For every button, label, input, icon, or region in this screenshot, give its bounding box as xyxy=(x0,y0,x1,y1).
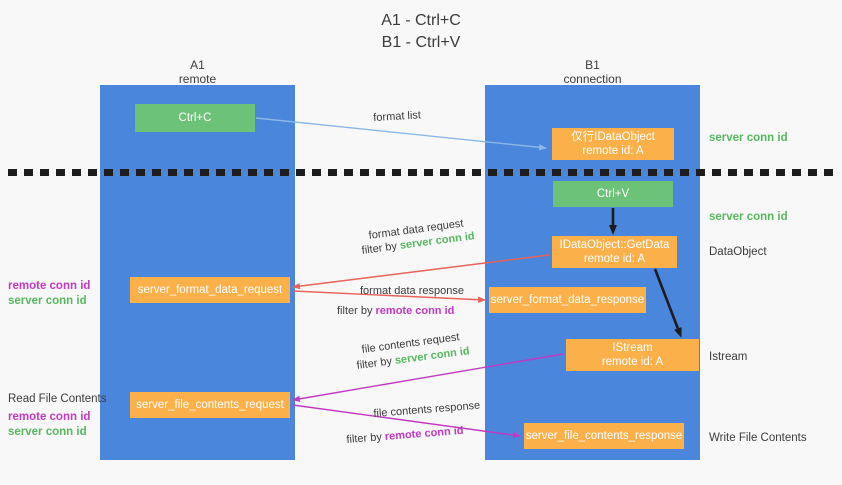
flow-label-format-list: format list xyxy=(373,109,422,124)
node-ctrl-v-label: Ctrl+V xyxy=(596,188,630,200)
column-header-a1: A1 remote xyxy=(100,58,295,86)
flow-filter-value-remote-conn-id: remote conn id xyxy=(384,424,464,443)
column-header-b1: B1 connection xyxy=(485,58,700,86)
annotation-server-conn-id-mid: server conn id xyxy=(709,211,788,223)
divider-dashed-line xyxy=(8,169,834,176)
page-title: A1 - Ctrl+C B1 - Ctrl+V xyxy=(0,10,842,54)
flow-filter-file-contents-response: filter by remote conn id xyxy=(346,425,464,446)
node-idataobject-sub: remote id: A xyxy=(582,145,644,157)
node-idataobject[interactable]: 仅行IDataObject remote id: A xyxy=(552,128,674,160)
node-istream-sub: remote id: A xyxy=(601,356,664,368)
annotation-remote-conn-id-1: remote conn id xyxy=(8,280,91,292)
title-line-1: A1 - Ctrl+C xyxy=(381,12,461,29)
column-a1-role: remote xyxy=(178,72,217,86)
node-server-file-contents-request-label: server_file_contents_request xyxy=(136,399,284,411)
column-b1-role: connection xyxy=(563,72,622,86)
node-getdata-label: IDataObject::GetData xyxy=(559,239,670,251)
node-ctrl-c-label: Ctrl+C xyxy=(178,112,212,124)
column-a1-name: A1 xyxy=(190,58,205,72)
annotation-read-file-contents: Read File Contents xyxy=(8,393,107,405)
node-server-file-contents-response-label: server_file_contents_response xyxy=(525,430,683,442)
annotation-server-conn-id-top: server conn id xyxy=(709,132,788,144)
column-b1-name: B1 xyxy=(585,58,600,72)
node-server-file-contents-request[interactable]: server_file_contents_request xyxy=(130,392,290,418)
node-server-format-data-response-label: server_format_data_response xyxy=(490,294,645,306)
node-ctrl-c[interactable]: Ctrl+C xyxy=(135,104,255,132)
annotation-server-conn-id-2: server conn id xyxy=(8,426,87,438)
node-server-format-data-request-label: server_format_data_request xyxy=(137,284,283,296)
annotation-istream: Istream xyxy=(709,351,748,363)
node-server-format-data-response[interactable]: server_format_data_response xyxy=(489,287,646,313)
flow-filter-prefix: filter by xyxy=(361,239,401,257)
node-server-format-data-request[interactable]: server_format_data_request xyxy=(130,277,290,303)
annotation-conn-ids-lower: remote conn id server conn id xyxy=(8,410,90,440)
flow-filter-value-remote-conn-id: remote conn id xyxy=(375,305,455,317)
annotation-dataobject: DataObject xyxy=(709,246,767,258)
annotation-write-file-contents: Write File Contents xyxy=(709,432,807,444)
node-istream[interactable]: IStream remote id: A xyxy=(566,339,699,371)
flow-filter-format-data-response: filter by remote conn id xyxy=(337,305,454,317)
annotation-remote-conn-id-2: remote conn id xyxy=(8,411,91,423)
node-getdata[interactable]: IDataObject::GetData remote id: A xyxy=(552,236,677,268)
node-server-file-contents-response[interactable]: server_file_contents_response xyxy=(524,423,684,449)
node-idataobject-label: 仅行IDataObject xyxy=(571,131,655,143)
flow-label-file-contents-response: file contents response xyxy=(373,399,481,420)
flow-filter-prefix: filter by xyxy=(356,354,396,372)
node-istream-label: IStream xyxy=(612,342,653,354)
annotation-conn-ids-upper: remote conn id server conn id xyxy=(8,279,90,309)
title-line-2: B1 - Ctrl+V xyxy=(381,34,461,51)
node-ctrl-v[interactable]: Ctrl+V xyxy=(553,181,673,207)
flow-filter-prefix: filter by xyxy=(346,430,386,446)
annotation-server-conn-id-1: server conn id xyxy=(8,295,87,307)
flow-label-format-data-response: format data response xyxy=(360,285,464,297)
flow-filter-prefix: filter by xyxy=(337,305,376,317)
node-getdata-sub: remote id: A xyxy=(583,253,646,265)
